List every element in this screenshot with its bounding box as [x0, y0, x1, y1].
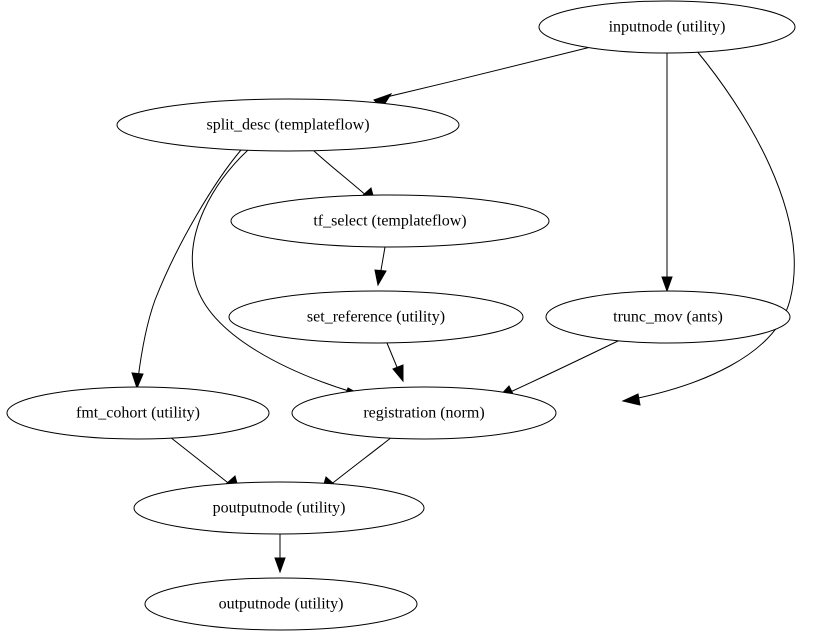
- graph-edge: [131, 149, 242, 390]
- node-ellipse[interactable]: [228, 290, 524, 344]
- edge-arrowhead-icon: [374, 269, 387, 287]
- graph-edge: [321, 436, 393, 492]
- edge-arrowhead-icon: [131, 372, 144, 390]
- edge-line: [169, 436, 233, 487]
- edge-line: [137, 149, 242, 380]
- graph-node-trunc_mov[interactable]: trunc_mov (ants): [545, 290, 791, 344]
- edge-arrowhead-icon: [621, 393, 641, 406]
- node-ellipse[interactable]: [144, 577, 418, 631]
- edge-line: [622, 49, 795, 402]
- graph-node-registration[interactable]: registration (norm): [291, 386, 557, 440]
- graph-edge: [274, 534, 286, 574]
- node-ellipse[interactable]: [133, 481, 425, 535]
- nodes-layer: inputnode (utility) split_desc (templatef…: [6, 0, 796, 631]
- node-ellipse[interactable]: [291, 386, 557, 440]
- edge-line: [373, 44, 600, 101]
- node-ellipse[interactable]: [545, 290, 791, 344]
- edge-line: [505, 339, 621, 395]
- graph-edge: [496, 339, 621, 399]
- graph-edge: [373, 44, 600, 109]
- node-ellipse[interactable]: [230, 194, 550, 248]
- graph-node-set_reference[interactable]: set_reference (utility): [228, 290, 524, 344]
- edge-line: [312, 149, 370, 199]
- graph-node-outputnode[interactable]: outputnode (utility): [144, 577, 418, 631]
- graph-node-fmt_cohort[interactable]: fmt_cohort (utility): [6, 386, 270, 440]
- node-ellipse[interactable]: [6, 386, 270, 440]
- graph-edge: [374, 246, 387, 287]
- edge-line: [328, 436, 393, 487]
- graph-edge: [661, 53, 673, 293]
- graph-node-poutputnode[interactable]: poutputnode (utility): [133, 481, 425, 535]
- graph-edge: [621, 49, 795, 406]
- graph-edge: [191, 149, 361, 400]
- edge-arrowhead-icon: [661, 276, 673, 293]
- graph-node-inputnode[interactable]: inputnode (utility): [538, 0, 796, 54]
- edge-line: [191, 149, 353, 393]
- graph-edge: [386, 342, 404, 383]
- edge-arrowhead-icon: [392, 364, 404, 383]
- graph-node-tf_select[interactable]: tf_select (templateflow): [230, 194, 550, 248]
- node-ellipse[interactable]: [116, 98, 460, 152]
- node-ellipse[interactable]: [538, 0, 796, 54]
- graph-edge: [169, 436, 240, 492]
- graph-node-split_desc[interactable]: split_desc (templateflow): [116, 98, 460, 152]
- edge-arrowhead-icon: [274, 557, 286, 574]
